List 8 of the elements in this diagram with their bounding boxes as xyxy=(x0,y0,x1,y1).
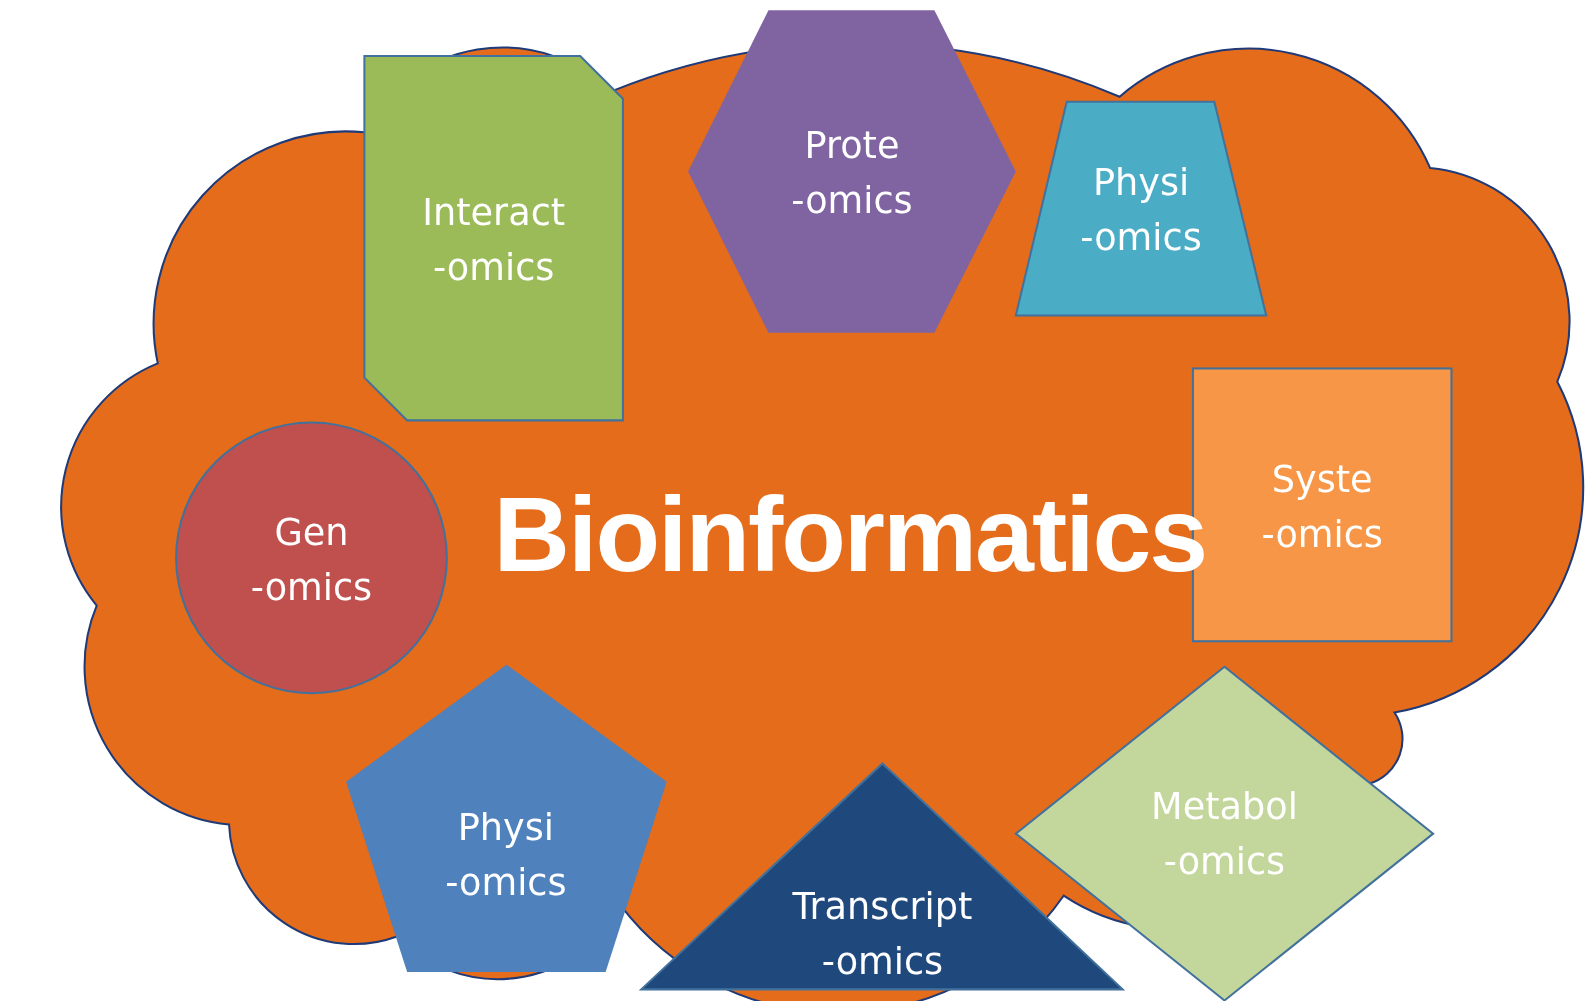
shape-label: Interact -omics xyxy=(421,190,567,291)
shape-label: Physi -omics xyxy=(1079,160,1203,261)
shape-label: Physi -omics xyxy=(444,805,568,905)
shape-label: Prote -omics xyxy=(790,123,914,223)
shape-label: Syste -omics xyxy=(1260,457,1384,557)
shape-label: Gen -omics xyxy=(249,509,374,610)
shape-label: Metabol -omics xyxy=(1150,784,1299,885)
shape-label: Transcript -omics xyxy=(791,884,974,985)
